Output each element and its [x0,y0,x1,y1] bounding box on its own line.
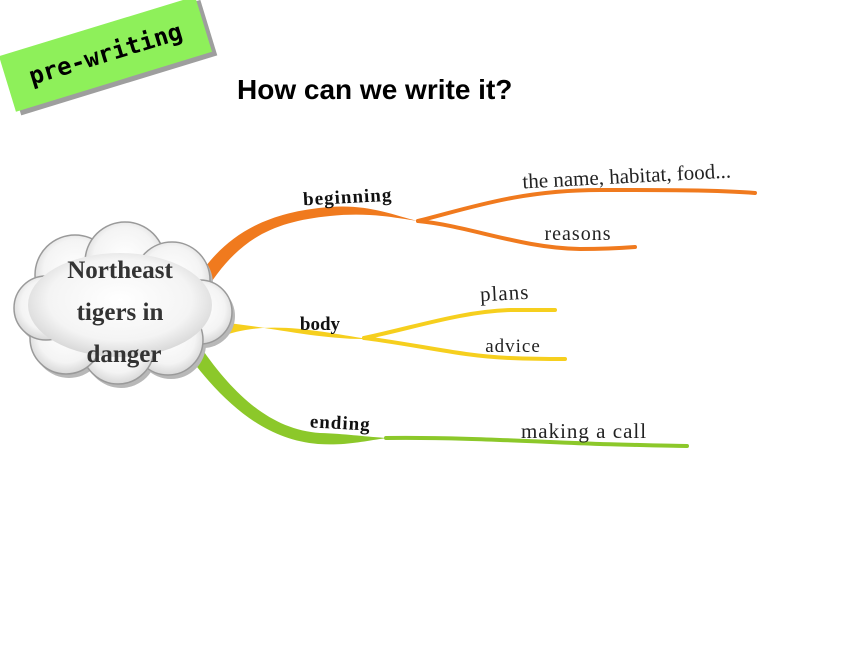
branch-body-main [218,322,368,340]
center-cloud [13,221,235,388]
branch-ending-child-1 [384,435,689,448]
branch-ending-main [190,346,388,445]
center-line-1: Northeast [67,257,173,284]
branch-label-ending: ending [309,411,371,435]
branch-label-body: body [300,314,341,335]
branch-body-child-1 [362,308,557,340]
child-label-reasons: reasons [545,223,612,245]
center-line-3: danger [87,341,162,368]
branch-beginning-main [195,206,418,300]
child-label-plans: plans [479,280,530,307]
page-title: How can we write it? [237,74,513,105]
branch-beginning-child-1 [416,187,757,223]
branch-body-child-2 [362,336,567,361]
child-label-making-a-call: making a call [521,419,647,443]
branch-beginning-child-2 [416,219,637,252]
center-line-2: tigers in [77,299,164,326]
branch-label-beginning: beginning [303,185,393,211]
child-label-advice: advice [485,336,541,357]
